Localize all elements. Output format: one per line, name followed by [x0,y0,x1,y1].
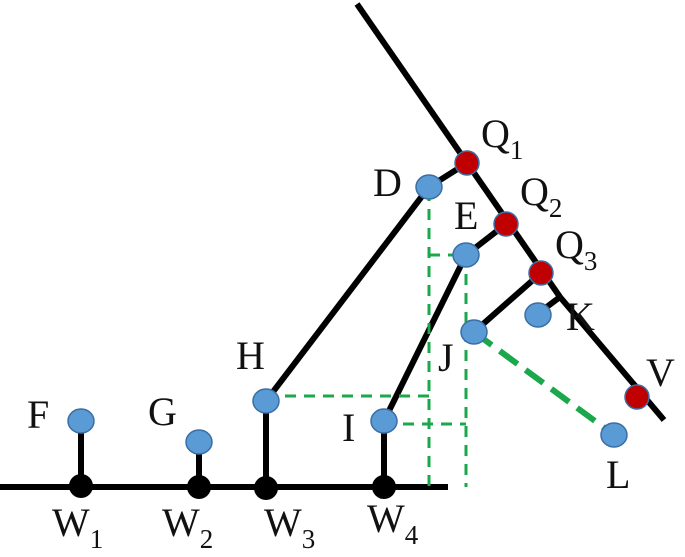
label-w3: W3 [264,500,315,554]
label-q3: Q3 [555,222,597,276]
label-f: F [27,392,49,437]
labels: Q1 Q2 Q3 D E K V H J F G I L W1 W2 W3 W4 [27,111,675,554]
label-i: I [342,405,355,450]
node-k [524,302,552,328]
label-w2: W2 [162,500,213,554]
label-w4: W4 [367,496,419,550]
node-h [252,388,280,414]
blue-nodes [67,174,628,455]
node-f [67,408,95,434]
ground-nodes [69,474,396,500]
node-q2 [493,211,519,237]
label-q1: Q1 [481,111,523,165]
node-e [452,242,480,268]
label-w1: W1 [52,500,103,554]
label-e: E [454,193,478,238]
node-v [624,384,650,410]
node-q3 [528,260,554,286]
node-i [370,408,398,434]
node-l [600,422,628,448]
label-h: H [236,333,265,378]
node-g [185,429,213,455]
main-diagonal-line [354,2,563,299]
label-k: K [566,294,595,339]
j-q3-line [472,270,543,335]
label-l: L [606,452,630,497]
node-d [415,174,443,200]
node-w1 [69,474,93,498]
label-j: J [438,335,454,380]
node-j [460,319,488,345]
label-v: V [646,350,675,395]
label-g: G [148,389,177,434]
red-nodes [454,150,650,410]
label-d: D [373,160,402,205]
dashed-lines [266,190,468,487]
node-w3 [254,476,278,500]
j-l-thick-dash [472,329,616,438]
node-w4 [372,475,396,499]
i-e-line [381,253,469,423]
node-w2 [187,475,211,499]
h-d-line [263,185,432,403]
label-q2: Q2 [520,169,562,223]
node-q1 [454,150,480,176]
